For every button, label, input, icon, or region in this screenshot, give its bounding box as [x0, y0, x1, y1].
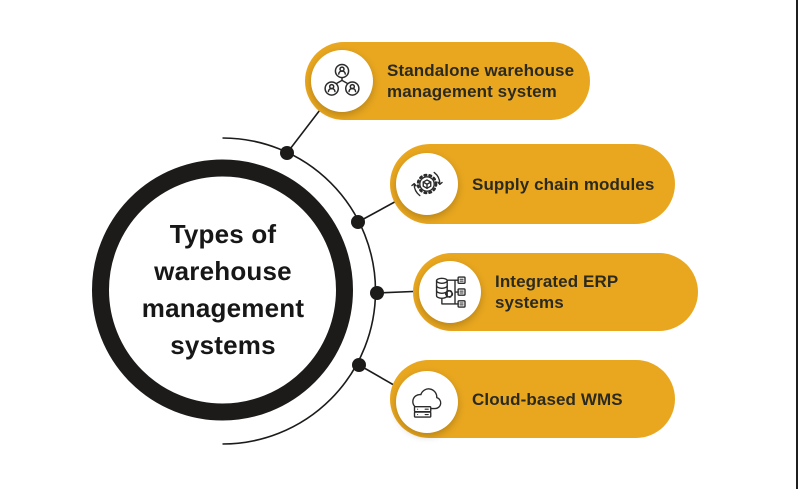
connector-dot [351, 215, 365, 229]
diagram-title-line: warehouse [154, 256, 292, 286]
pill-label-line: Integrated ERP [495, 272, 619, 291]
diagram-title-line: systems [170, 330, 276, 360]
connector-dot [280, 146, 294, 160]
page-edge-line [796, 0, 798, 489]
icon-badge [419, 261, 481, 323]
cloud-server-icon [412, 388, 442, 418]
icon-badge [396, 153, 458, 215]
pill-cloud-based-wms: Cloud-based WMS [390, 360, 675, 438]
pill-label-line: management system [387, 82, 557, 101]
pill-label: Standalone warehouse management system [387, 60, 574, 102]
pill-label: Supply chain modules [472, 174, 654, 195]
pill-label: Cloud-based WMS [472, 389, 623, 410]
diagram-title-line: Types of [169, 219, 277, 249]
pill-supply-chain-modules: Supply chain modules [390, 144, 675, 224]
pill-label-line: Standalone warehouse [387, 61, 575, 80]
users-network-icon [324, 63, 360, 96]
pill-label-line: Supply chain modules [472, 174, 655, 194]
central-circle-ring [92, 159, 353, 421]
diagram-title-line: management [141, 293, 305, 323]
connector-line [286, 105, 324, 154]
icon-badge [396, 371, 458, 433]
supply-chain-cycle-icon [411, 171, 443, 197]
connector-dot [352, 358, 366, 372]
erp-integration-icon [435, 276, 466, 308]
connector-dot [370, 286, 384, 300]
pill-standalone-wms: Standalone warehouse management system [305, 42, 590, 120]
diagram-title: Types of warehouse management systems [110, 216, 336, 364]
icon-badge [311, 50, 373, 112]
pill-integrated-erp-systems: Integrated ERP systems [413, 253, 698, 331]
pill-label-line: systems [495, 293, 564, 312]
pill-label: Integrated ERP systems [495, 271, 618, 313]
pill-label-line: Cloud-based WMS [472, 389, 623, 409]
